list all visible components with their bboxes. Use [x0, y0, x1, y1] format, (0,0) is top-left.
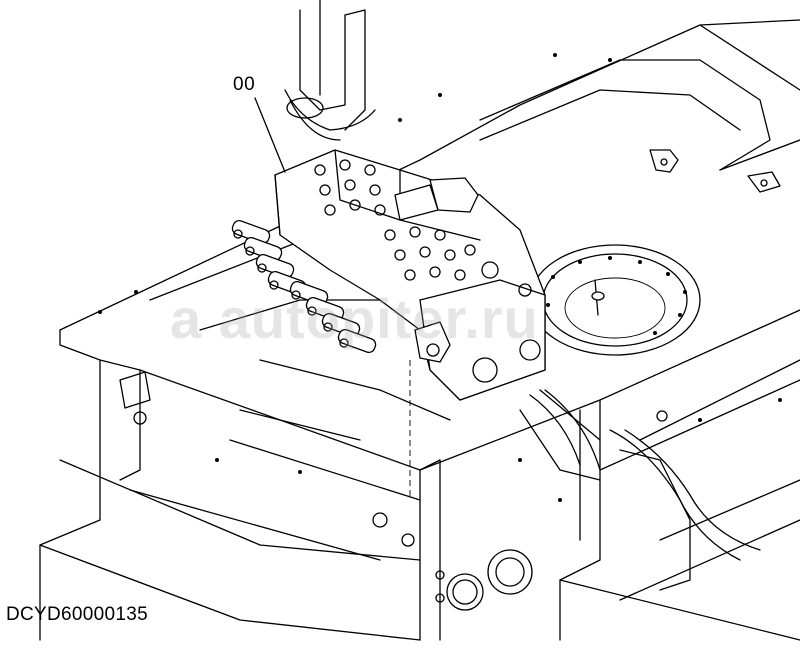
valve-ports	[314, 159, 499, 281]
callout-leader	[254, 97, 286, 173]
upper-frame	[39, 19, 800, 641]
boom-post	[284, 0, 376, 141]
swing-ring	[529, 244, 701, 356]
bolt-holes	[98, 53, 782, 502]
drawing-code: DCYD60000135	[6, 604, 148, 625]
control-valve	[231, 149, 546, 401]
spool-caps	[231, 219, 377, 354]
callout-label: 00	[233, 74, 256, 95]
side-plate	[119, 371, 668, 611]
watermark: a autopiter.ru	[170, 287, 539, 350]
brackets	[649, 149, 781, 193]
right-piping	[529, 389, 761, 591]
